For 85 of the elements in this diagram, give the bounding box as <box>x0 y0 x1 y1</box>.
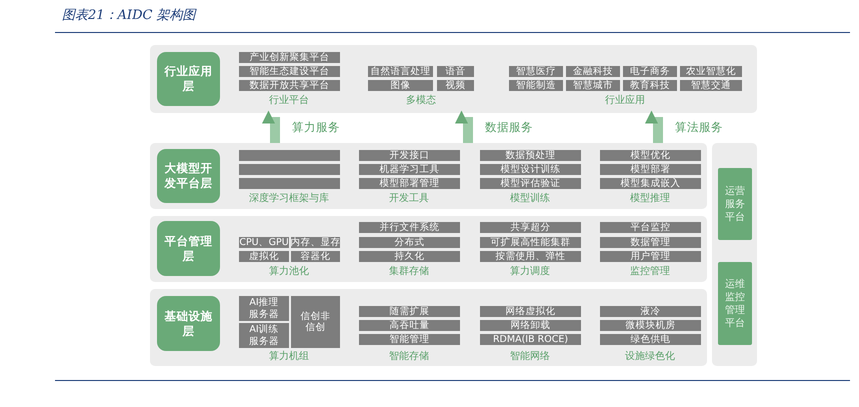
group-caption: 智能存储 <box>389 351 429 363</box>
feature-tag: 绿色供电 <box>600 334 701 345</box>
feature-tag: 产业创新聚集平台 <box>239 52 340 63</box>
feature-tag: 模型设计训练 <box>480 164 581 175</box>
layer-title: 大模型开发平台层 <box>157 149 220 203</box>
group-caption: 设施绿色化 <box>625 351 675 363</box>
layer-title: 平台管理层 <box>157 221 220 276</box>
side-panel <box>712 143 757 366</box>
feature-tag: 可扩展高性能集群 <box>480 237 581 248</box>
feature-tag: 微模块机房 <box>600 320 701 331</box>
feature-tag: 随需扩展 <box>359 306 460 317</box>
feature-tag: 农业智慧化 <box>680 66 742 77</box>
feature-tag: 平台监控 <box>600 222 701 233</box>
feature-tag: 视频 <box>437 80 474 91</box>
feature-tag: 持久化 <box>359 251 460 262</box>
title: 图表21：AIDC 架构图 <box>62 7 196 24</box>
feature-tag: 高吞吐量 <box>359 320 460 331</box>
feature-tag: 金融科技 <box>566 66 620 77</box>
blank-tag <box>239 164 340 175</box>
feature-tag: 自然语言处理 <box>368 66 433 77</box>
layer-panel <box>150 143 707 209</box>
feature-tag: 共享超分 <box>480 222 581 233</box>
feature-tag: 语音 <box>437 66 474 77</box>
feature-tag: 智能制造 <box>509 80 563 91</box>
feature-tag: 容器化 <box>291 251 340 262</box>
feature-tag: AI训练服务器 <box>239 323 289 348</box>
feature-tag: 虚拟化 <box>239 251 289 262</box>
feature-tag: 信创非信创 <box>291 296 340 348</box>
feature-tag: 网络虚拟化 <box>480 306 581 317</box>
feature-tag: 开发接口 <box>359 150 460 161</box>
feature-tag: 智慧交通 <box>680 80 742 91</box>
feature-tag: 电子商务 <box>623 66 677 77</box>
feature-tag: 模型部署管理 <box>359 178 460 189</box>
blank-tag <box>239 150 340 161</box>
group-caption: 模型推理 <box>630 193 670 205</box>
block-arrow <box>455 110 473 143</box>
group-caption: 集群存储 <box>389 266 429 278</box>
feature-tag: AI推理服务器 <box>239 296 289 321</box>
group-caption: 算力池化 <box>269 266 309 278</box>
feature-tag: 智慧城市 <box>566 80 620 91</box>
feature-tag: 智慧医疗 <box>509 66 563 77</box>
layer-title: 行业应用层 <box>157 52 220 106</box>
feature-tag: 智能生态建设平台 <box>239 66 340 77</box>
feature-tag: 模型集成嵌入 <box>600 178 701 189</box>
feature-tag: 数据预处理 <box>480 150 581 161</box>
group-caption: 智能网络 <box>510 351 550 363</box>
feature-tag: CPU、GPU <box>239 237 289 248</box>
group-caption: 行业应用 <box>605 95 645 107</box>
blank-tag <box>239 178 340 189</box>
feature-tag: 模型评估验证 <box>480 178 581 189</box>
edge-label: 算法服务 <box>675 120 723 134</box>
group-caption: 模型训练 <box>510 193 550 205</box>
feature-tag: 智能管理 <box>359 334 460 345</box>
block-arrow <box>645 110 663 143</box>
feature-tag: 内存、显存 <box>291 237 340 248</box>
group-caption: 算力调度 <box>510 266 550 278</box>
edge-label: 数据服务 <box>485 120 533 134</box>
feature-tag: RDMA(IB ROCE) <box>480 334 581 345</box>
feature-tag: 数据开放共享平台 <box>239 80 340 91</box>
layer-panel <box>150 289 707 366</box>
edge-label: 算力服务 <box>292 120 340 134</box>
feature-tag: 液冷 <box>600 306 701 317</box>
layer-panel <box>150 216 707 282</box>
feature-tag: 分布式 <box>359 237 460 248</box>
group-caption: 多模态 <box>406 95 436 107</box>
feature-tag: 用户管理 <box>600 251 701 262</box>
layer-panel <box>150 45 757 113</box>
block-arrow <box>262 110 280 143</box>
platform-block: 运营服务平台 <box>718 168 752 240</box>
group-caption: 算力机组 <box>269 351 309 363</box>
feature-tag: 机器学习工具 <box>359 164 460 175</box>
group-caption: 行业平台 <box>269 95 309 107</box>
feature-tag: 模型优化 <box>600 150 701 161</box>
group-caption: 深度学习框架与库 <box>249 193 329 205</box>
feature-tag: 网络卸载 <box>480 320 581 331</box>
feature-tag: 图像 <box>368 80 433 91</box>
platform-block: 运维监控管理平台 <box>718 262 752 345</box>
feature-tag: 数据管理 <box>600 237 701 248</box>
feature-tag: 并行文件系统 <box>359 222 460 233</box>
group-caption: 监控管理 <box>630 266 670 278</box>
group-caption: 开发工具 <box>389 193 429 205</box>
feature-tag: 教育科技 <box>623 80 677 91</box>
feature-tag: 模型部署 <box>600 164 701 175</box>
feature-tag: 按需使用、弹性 <box>480 251 581 262</box>
layer-title: 基础设施层 <box>157 296 220 351</box>
